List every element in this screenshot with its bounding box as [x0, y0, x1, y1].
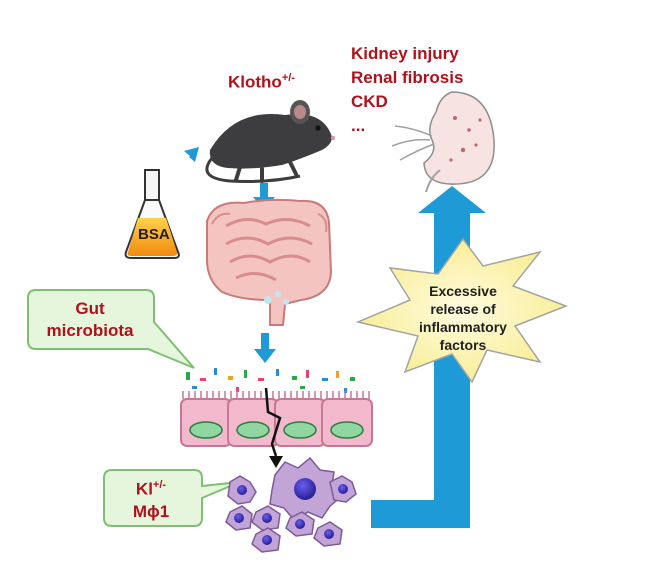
kidney-outcome-item: Renal fibrosis — [351, 68, 464, 87]
kidney-outcomes: Kidney injury Renal fibrosis CKD ... — [351, 42, 463, 138]
mouse-label: Klotho+/- — [228, 72, 295, 92]
intestine-icon — [206, 198, 333, 326]
inflammation-burst — [355, 237, 569, 384]
microbiota-particles — [186, 368, 355, 393]
macrophage-label: Kl+/- Mϕ1 — [132, 479, 170, 521]
arrow-gut-to-microbiota — [254, 333, 276, 363]
flask-icon — [124, 169, 180, 259]
barrier-breach-arrow — [264, 387, 283, 468]
intestinal-epithelium — [180, 391, 373, 447]
kidney-icon — [391, 91, 495, 193]
arrow-flask-to-mouse — [171, 147, 199, 175]
mouse-icon — [205, 100, 336, 183]
gut-microbiota-label: Gut microbiota — [46, 299, 134, 340]
kidney-outcome-item: ... — [351, 116, 366, 135]
burst-label: Excessive release of inflammatory factor… — [419, 283, 507, 353]
macrophage-cells — [225, 456, 357, 553]
kidney-outcome-item: Kidney injury — [351, 44, 459, 63]
flask-label: BSA — [138, 226, 170, 243]
macrophage-label-bubble — [103, 469, 241, 527]
kidney-outcome-item: CKD — [351, 92, 388, 111]
gut-microbiota-bubble — [27, 289, 195, 369]
